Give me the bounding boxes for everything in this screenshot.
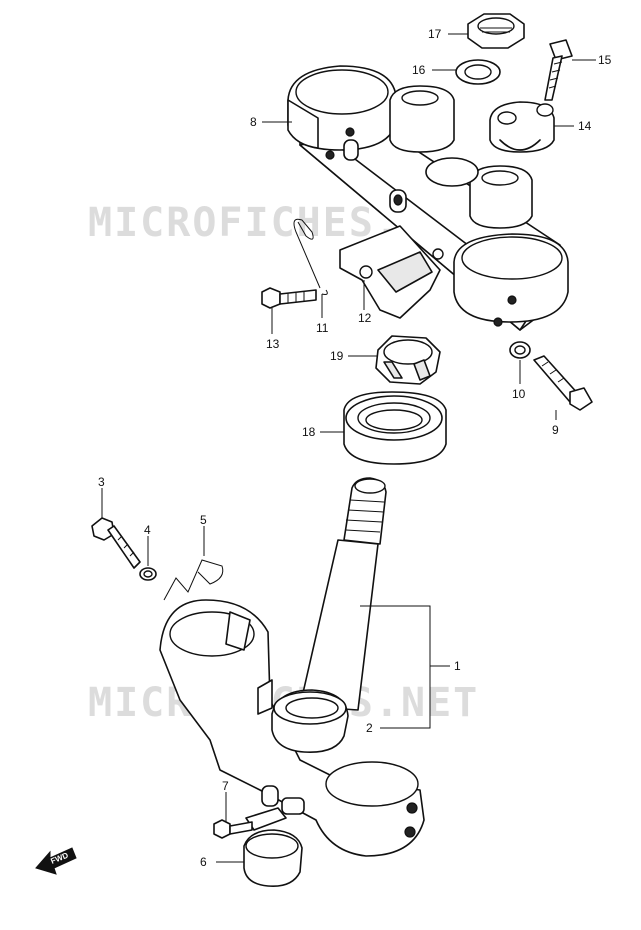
callout-5: 5 — [200, 513, 207, 527]
handlebar-clamp-cap — [489, 101, 555, 153]
callout-7: 7 — [222, 779, 229, 793]
callout-17: 17 — [428, 27, 442, 41]
clip-11 — [293, 218, 328, 295]
callout-8: 8 — [250, 115, 257, 129]
bolt-13 — [261, 287, 317, 309]
nut-19 — [375, 335, 441, 385]
callout-13: 13 — [266, 337, 280, 351]
fwd-arrow-icon: FWD — [35, 847, 77, 875]
callout-19: 19 — [330, 349, 344, 363]
callout-18: 18 — [302, 425, 316, 439]
stem-nut-17 — [467, 13, 525, 49]
bearing-18 — [343, 391, 447, 465]
stem-washer — [425, 157, 479, 187]
washer-4 — [139, 567, 157, 581]
callout-1: 1 — [454, 659, 461, 673]
washer-10 — [509, 341, 531, 359]
callout-15: 15 — [598, 53, 612, 67]
callout-4: 4 — [144, 523, 151, 537]
clip-5 — [163, 559, 224, 601]
callout-12: 12 — [358, 311, 372, 325]
lower-bracket-stem — [159, 477, 425, 857]
cable-holder — [281, 797, 305, 815]
callout-14: 14 — [578, 119, 592, 133]
washer-16 — [455, 59, 501, 85]
bolt-15 — [544, 39, 573, 101]
clamp-band-6 — [243, 807, 303, 888]
callout-6: 6 — [200, 855, 207, 869]
leader-lines — [101, 33, 596, 863]
callout-11: 11 — [316, 321, 329, 335]
callout-10: 10 — [512, 387, 526, 401]
cable-guide-12 — [339, 225, 444, 319]
upper-bracket — [287, 65, 569, 331]
bolt-7 — [213, 819, 253, 839]
bolt-9 — [533, 355, 593, 411]
callout-2: 2 — [366, 721, 373, 735]
bolt-3 — [91, 517, 141, 569]
callout-3: 3 — [98, 475, 105, 489]
callout-16: 16 — [412, 63, 426, 77]
callout-9: 9 — [552, 423, 559, 437]
